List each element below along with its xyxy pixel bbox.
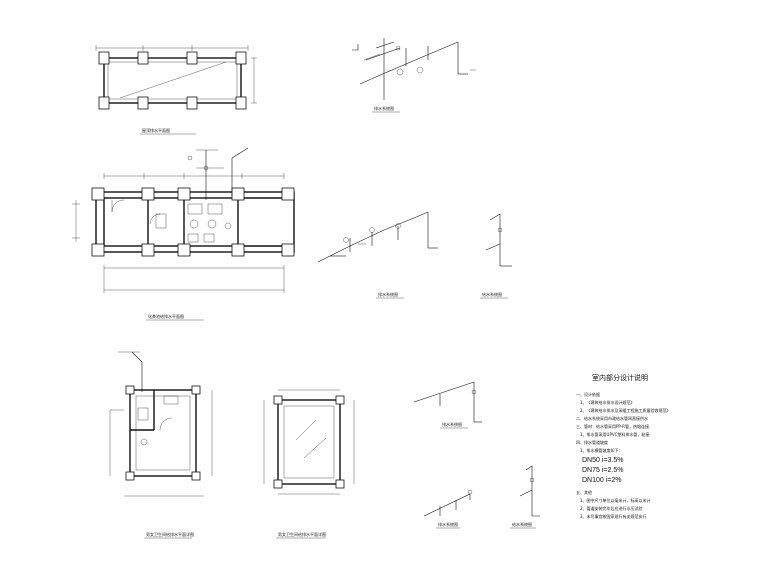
toilet-detail-plan-left: 男女卫生间给排水平面详图 bbox=[109, 351, 213, 539]
slope-dn75: DN75 i=2.5% bbox=[582, 467, 623, 474]
caption-detail-plan-right: 男女卫生间给排水平面详图 bbox=[278, 531, 326, 537]
caption-water-supply-system-2: 给水系统图 bbox=[512, 521, 532, 527]
notes-line: 三、管材：给水管采用PP-R管，热熔连接 bbox=[576, 423, 649, 429]
water-supply-system-diagram-1: 给水系统图 bbox=[480, 213, 512, 299]
notes-line: 3、未尽事宜按国家现行有关规范执行 bbox=[580, 513, 647, 519]
slope-dn50: DN50 i=3.5% bbox=[582, 457, 623, 464]
drain-system-diagram-2: 排水系统图 bbox=[317, 211, 438, 299]
caption-floor-plan: 化粪池给排水平面图 bbox=[148, 313, 184, 319]
notes-line: 1、排水管采用UPVC塑料排水管，粘接 bbox=[580, 431, 649, 437]
caption-water-supply-system-1: 给水系统图 bbox=[482, 291, 502, 297]
notes-line: 2、管道安装完毕后应进行水压试验 bbox=[580, 505, 643, 511]
notes-line: 二、给水系统采用市政给水管网直接供水 bbox=[576, 415, 648, 421]
floor-plan: 化粪池给排水平面图 bbox=[72, 147, 295, 321]
roof-drainage-plan: 屋顶排水平面图 bbox=[95, 45, 257, 135]
water-supply-system-diagram-2: 给水系统图 bbox=[510, 465, 540, 529]
drain-system-diagram-3: 排水系统图 bbox=[413, 381, 482, 429]
notes-line: 1、《建筑给水排水设计规范》 bbox=[580, 399, 635, 405]
notes-line: 一、设计依据 bbox=[576, 391, 600, 397]
caption-drain-system-1: 排水系统图 bbox=[374, 105, 394, 111]
notes-title: 室内部分设计说明 bbox=[592, 373, 648, 382]
caption-detail-plan-left: 男女卫生间给排水平面详图 bbox=[146, 531, 194, 537]
design-notes: 室内部分设计说明 一、设计依据 1、《建筑给水排水设计规范》 2、《建筑给水排水… bbox=[576, 373, 671, 519]
caption-drain-system-3: 排水系统图 bbox=[442, 421, 462, 427]
drain-system-diagram-1: 排水系统图 bbox=[352, 38, 476, 113]
notes-line: 1、排水横管坡度如下： bbox=[580, 447, 623, 453]
caption-drain-system-2: 排水系统图 bbox=[378, 291, 398, 297]
notes-line: 五、其他 bbox=[576, 489, 592, 495]
caption-roof-plan: 屋顶排水平面图 bbox=[142, 127, 170, 133]
notes-line: 2、《建筑给水排水及采暖工程施工质量验收规范》 bbox=[580, 407, 671, 413]
caption-drain-system-4: 排水系统图 bbox=[438, 521, 458, 527]
notes-line: 1、图中尺寸单位以毫米计，标高以米计 bbox=[580, 497, 651, 503]
drain-system-diagram-4: 排水系统图 bbox=[423, 489, 473, 529]
slope-dn100: DN100 i=2% bbox=[582, 477, 622, 484]
notes-line: 四、排水管道坡度 bbox=[576, 439, 608, 445]
toilet-detail-plan-right: 男女卫生间给排水平面详图 bbox=[263, 389, 355, 539]
